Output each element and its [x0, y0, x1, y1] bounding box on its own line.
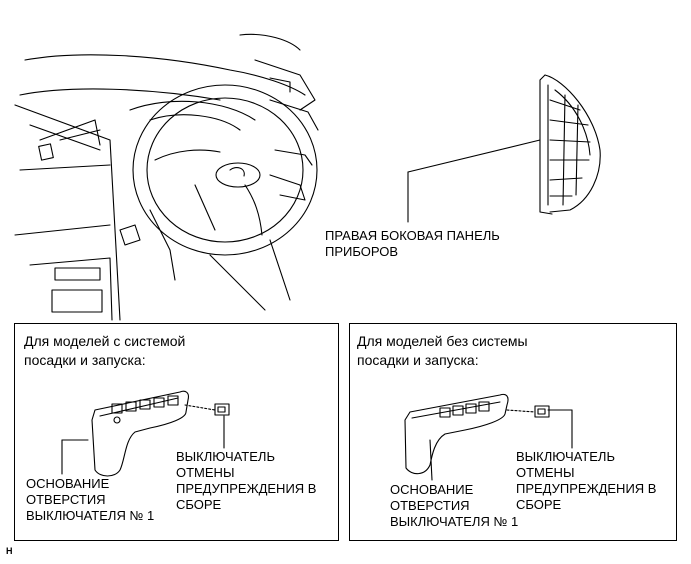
right-box-header-line2: посадки и запуска:: [357, 352, 479, 368]
left-switch-label-line4: СБОРЕ: [176, 497, 222, 512]
right-switch-base-illustration: [404, 393, 509, 481]
left-switch-label-line1: ВЫКЛЮЧАТЕЛЬ: [176, 449, 275, 464]
left-base-label-line3: ВЫКЛЮЧАТЕЛЯ № 1: [26, 508, 155, 523]
right-side-panel-illustration: [407, 74, 601, 223]
dashboard-illustration: [14, 33, 319, 321]
right-variant-box: [349, 323, 677, 541]
left-base-label-line2: ОТВЕРСТИЯ: [26, 492, 106, 507]
left-variant-box: [14, 323, 339, 541]
left-switch-label-line2: ОТМЕНЫ: [176, 465, 235, 480]
right-side-panel-label-line2: ПРИБОРОВ: [325, 244, 399, 259]
right-box-header-line1: Для моделей без системы: [357, 333, 528, 349]
right-base-label-line1: ОСНОВАНИЕ: [390, 482, 474, 497]
right-switch-label-line1: ВЫКЛЮЧАТЕЛЬ: [516, 449, 615, 464]
left-box-header-line1: Для моделей с системой: [24, 333, 186, 349]
right-base-label-line3: ВЫКЛЮЧАТЕЛЯ № 1: [390, 514, 519, 529]
left-base-label-line1: ОСНОВАНИЕ: [26, 476, 110, 491]
right-switch-label-line3: ПРЕДУПРЕЖДЕНИЯ В: [516, 481, 657, 496]
left-switch-base-illustration: [61, 390, 189, 477]
right-base-label-line2: ОТВЕРСТИЯ: [390, 498, 470, 513]
left-box-header-line2: посадки и запуска:: [24, 352, 146, 368]
right-cancel-switch-illustration: [506, 405, 573, 449]
left-cancel-switch-illustration: [184, 403, 230, 449]
right-side-panel-label-line1: ПРАВАЯ БОКОВАЯ ПАНЕЛЬ: [325, 228, 500, 243]
right-switch-label-line2: ОТМЕНЫ: [516, 465, 575, 480]
left-switch-label-line3: ПРЕДУПРЕЖДЕНИЯ В: [176, 481, 317, 496]
figure-code: H: [6, 546, 13, 556]
right-switch-label-line4: СБОРЕ: [516, 497, 562, 512]
